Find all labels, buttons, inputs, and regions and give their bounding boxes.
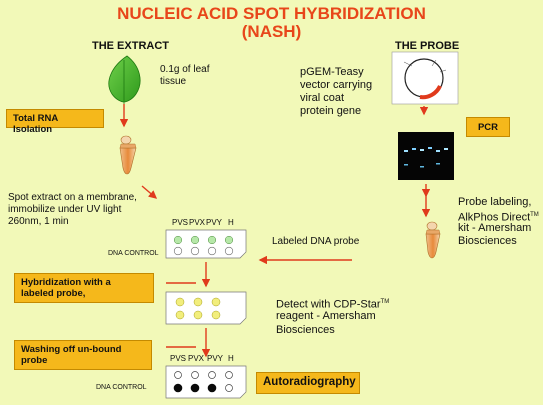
vector-text-2: vector carrying bbox=[300, 79, 373, 91]
tube-icon bbox=[119, 135, 137, 175]
membrane3-label-h: H bbox=[228, 354, 234, 363]
membrane-label-h: H bbox=[228, 218, 234, 227]
detect-tm: TM bbox=[380, 299, 390, 305]
leaf-text-1: 0.1g of leaf bbox=[160, 64, 210, 75]
detect-text-3: Biosciences bbox=[276, 324, 335, 336]
probe-label-text-4: Biosciences bbox=[458, 235, 517, 247]
washing-box: Washing off un-bound probe bbox=[14, 340, 152, 370]
plasmid-icon bbox=[391, 51, 459, 105]
detect-text-2: reagent - Amersham bbox=[276, 310, 376, 322]
probe-label-text-2: AlkPhos DirectTM bbox=[458, 211, 539, 224]
hybridization-line-1: Hybridization with a bbox=[21, 277, 111, 288]
membrane-label-pvy: PVY bbox=[206, 218, 223, 227]
spot-text-3: 260nm, 1 min bbox=[8, 216, 69, 227]
probe-label-tm: TM bbox=[530, 212, 539, 218]
hybridization-line-2: labeled probe, bbox=[21, 288, 86, 299]
membrane-label-pvx: PVX bbox=[189, 218, 206, 227]
membrane-3 bbox=[165, 365, 247, 399]
probe-label-text-1: Probe labeling, bbox=[458, 196, 532, 208]
membrane-1 bbox=[165, 229, 247, 259]
membrane3-label-pvx: PVX bbox=[188, 354, 205, 363]
membrane-2 bbox=[165, 291, 247, 325]
vector-text-4: protein gene bbox=[300, 105, 362, 117]
arrow-spot-to-membrane bbox=[141, 185, 158, 199]
dna-control-label-2: DNA CONTROL bbox=[96, 384, 147, 391]
membrane-label-pvs: PVS bbox=[172, 218, 189, 227]
vector-text-3: viral coat bbox=[300, 92, 345, 104]
leaf-text-2: tissue bbox=[160, 76, 187, 87]
washing-line-2: probe bbox=[21, 355, 48, 366]
extract-heading: THE EXTRACT bbox=[92, 40, 169, 52]
probe-tube-icon bbox=[425, 221, 441, 259]
probe-label-text-3: kit - Amersham bbox=[458, 222, 532, 234]
pcr-box: PCR bbox=[466, 117, 510, 137]
diagram-title: NUCLEIC ACID SPOT HYBRIDIZATION bbox=[117, 4, 426, 23]
probe-heading: THE PROBE bbox=[395, 40, 460, 52]
membrane3-label-pvy: PVY bbox=[207, 354, 224, 363]
detect-text-1: Detect with CDP-StarTM bbox=[276, 298, 390, 311]
spot-text-2: immobilize under UV light bbox=[8, 204, 122, 215]
vector-text-1: pGEM-Teasy bbox=[300, 66, 364, 78]
leaf-icon bbox=[108, 55, 141, 104]
hybridization-box: Hybridization with a labeled probe, bbox=[14, 273, 154, 303]
gel-image bbox=[398, 132, 454, 180]
labeled-dna-probe-text: Labeled DNA probe bbox=[272, 236, 360, 247]
washing-line-1: Washing off un-bound bbox=[21, 344, 122, 355]
dna-control-label: DNA CONTROL bbox=[108, 250, 159, 257]
membrane3-label-pvs: PVS bbox=[170, 354, 187, 363]
diagram-subtitle: (NASH) bbox=[241, 22, 302, 41]
spot-text-1: Spot extract on a membrane, bbox=[8, 192, 137, 203]
autoradiography-box: Autoradiography bbox=[256, 372, 360, 394]
total-rna-isolation-box: Total RNA Isolation bbox=[6, 109, 104, 135]
